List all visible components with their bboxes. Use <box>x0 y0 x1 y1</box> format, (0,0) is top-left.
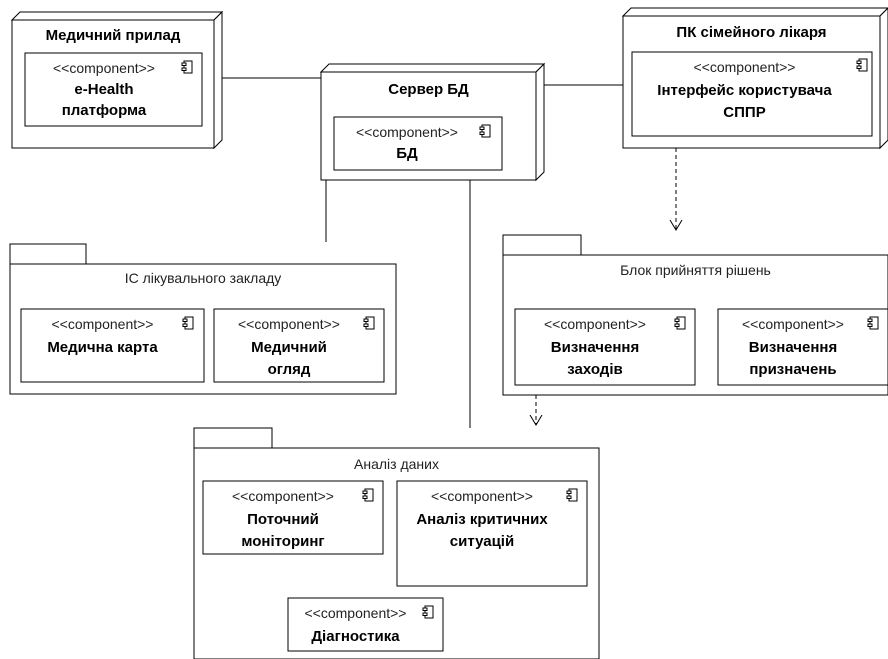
component-name-med-card: Медична карта <box>47 339 158 356</box>
component-stereotype: <<component>> <box>431 488 533 504</box>
node-title-doctor-pc: ПК сімейного лікаря <box>676 24 827 41</box>
component-icon <box>422 605 434 619</box>
component-name-measures-line1: Визначення <box>550 339 640 356</box>
component-critical <box>396 480 588 587</box>
component-ehealth <box>24 52 203 127</box>
component-name-prescriptions-line1: Визначення <box>748 339 838 356</box>
component-stereotype: <<component>> <box>232 488 334 504</box>
component-stereotype: <<component>> <box>51 316 154 332</box>
component-icon <box>362 488 374 502</box>
component-stereotype: <<component>> <box>356 124 458 140</box>
component-name-prescriptions-line2: призначень <box>749 361 837 378</box>
arrowhead-decision <box>669 219 683 231</box>
component-med-exam <box>213 308 385 383</box>
node-title-medical-device: Медичний прилад <box>45 27 181 44</box>
package-title-decision-block: Блок прийняття рішень <box>620 262 771 278</box>
component-measures <box>514 308 696 386</box>
component-ui-sppr <box>631 51 873 137</box>
package-title-hospital-is: ІС лікувального закладу <box>124 270 282 286</box>
component-icon <box>867 316 879 330</box>
component-icon <box>182 316 194 330</box>
component-icon <box>181 60 193 74</box>
component-stereotype: <<component>> <box>304 605 407 621</box>
component-icon <box>363 316 375 330</box>
arrowhead-analysis <box>529 414 543 426</box>
component-diagnostics <box>287 597 444 652</box>
component-name-monitoring-line1: Поточний <box>247 511 319 528</box>
component-name-ui-sppr-line1: Інтерфейс користувача <box>657 82 832 99</box>
component-stereotype: <<component>> <box>53 60 155 76</box>
node-title-db-server: Сервер БД <box>388 81 469 98</box>
component-name-med-exam-line1: Медичний <box>251 339 327 356</box>
component-name-critical-line1: Аналіз критичних <box>416 511 548 528</box>
component-name-med-exam-line2: огляд <box>267 361 311 378</box>
component-stereotype: <<component>> <box>544 316 646 332</box>
component-name-critical-line2: ситуацій <box>449 533 515 550</box>
component-med-card <box>20 308 205 383</box>
component-db <box>333 116 503 171</box>
component-monitoring <box>202 480 384 555</box>
component-stereotype: <<component>> <box>742 316 844 332</box>
package-title-data-analysis: Аналіз даних <box>354 456 439 472</box>
component-name-diagnostics: Діагностика <box>311 628 400 645</box>
component-icon <box>674 316 686 330</box>
component-icon <box>479 124 491 138</box>
component-icon <box>566 488 578 502</box>
component-prescriptions <box>717 308 888 386</box>
component-icon <box>856 58 868 72</box>
component-stereotype: <<component>> <box>693 59 796 75</box>
component-name-monitoring-line2: моніторинг <box>241 533 325 550</box>
component-name-measures-line2: заходів <box>567 361 623 378</box>
component-name-db: БД <box>396 145 418 162</box>
component-name-ehealth-line1: e-Health <box>74 81 134 98</box>
component-name-ehealth-line2: платформа <box>61 102 147 119</box>
component-stereotype: <<component>> <box>238 316 340 332</box>
component-name-ui-sppr-line2: СППР <box>723 104 766 121</box>
